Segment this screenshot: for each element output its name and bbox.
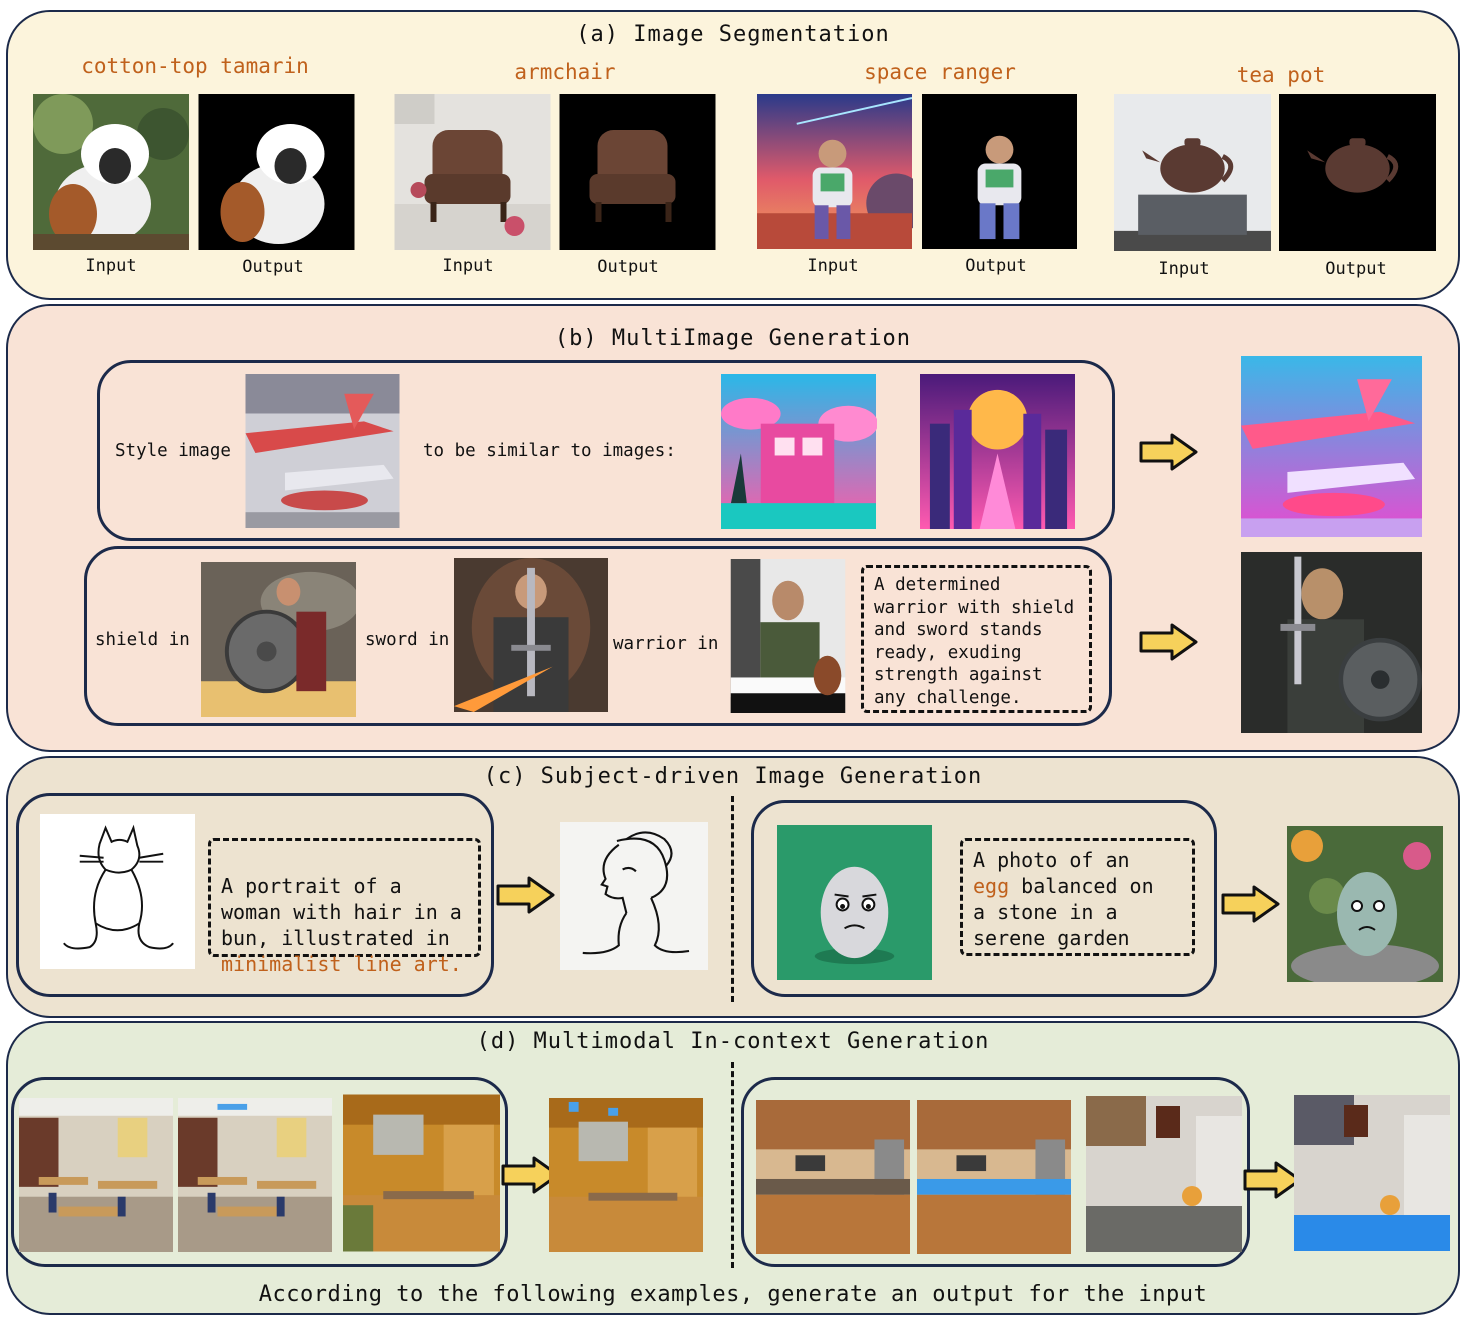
classroom-arrow-icon (501, 1156, 560, 1194)
sword-in-label: sword in (365, 630, 450, 650)
armchair-output-caption: Output (597, 257, 659, 277)
space-ranger-input-caption: Input (807, 256, 859, 276)
warrior-prompt-box: A determined warrior with shield and swo… (861, 565, 1092, 713)
egg-prompt-box (751, 800, 1217, 997)
synthwave-city-image (919, 374, 1076, 529)
incontext-title: (d) Multimodal In-context Generation (476, 1029, 990, 1054)
egg-image (777, 825, 932, 980)
tamarin-output-image (198, 94, 355, 250)
incontext-divider (731, 1062, 734, 1268)
yellow-kitchen-output-image (549, 1098, 703, 1252)
woman-prompt-accent: minimalist line art. (221, 952, 462, 976)
woman-prompt-text: A portrait of a woman with hair in a bun… (221, 874, 462, 950)
egg-prompt-rest: balanced on (1009, 874, 1154, 898)
tamarin-output-caption: Output (242, 257, 304, 277)
egg-prompt-line1: A photo of an (973, 848, 1130, 872)
incontext-footer-text: According to the following examples, gen… (258, 1282, 1208, 1307)
tamarin-input-image (33, 94, 189, 250)
synthwave-house-image (720, 374, 877, 529)
segment-label-armchair: armchair (514, 60, 616, 84)
style-transfer-box (97, 360, 1115, 541)
egg-prompt-text-box: A photo of an egg balanced on a stone in… (960, 838, 1195, 956)
teapot-output-image (1279, 94, 1436, 251)
egg-prompt-accent: egg (973, 874, 1010, 898)
wood-kitchen-output-image (917, 1100, 1071, 1254)
multiimage-title: (b) MultiImage Generation (554, 326, 912, 351)
egg-prompt-line2: egg balanced on (973, 873, 1182, 899)
similar-images-label: to be similar to images: (423, 441, 676, 461)
shield-knight-image (201, 562, 356, 717)
egg-arrow-icon (1221, 885, 1280, 923)
cat-prompt-box (16, 793, 494, 997)
subject-divider (731, 796, 734, 1002)
sword-knight-image (454, 558, 608, 712)
composition-arrow-icon (1139, 623, 1198, 661)
subject-title: (c) Subject-driven Image Generation (483, 764, 983, 789)
classroom-input-image (18, 1098, 174, 1252)
line-art-arrow-icon (496, 876, 555, 914)
segment-label-teapot: tea pot (1236, 63, 1326, 87)
armchair-input-image (394, 94, 551, 250)
airplanes-image (245, 374, 400, 528)
teapot-input-caption: Input (1158, 259, 1210, 279)
egg-prompt-line3: a stone in a serene garden (973, 900, 1130, 950)
teapot-output-caption: Output (1325, 259, 1387, 279)
wood-kitchen-input-image (756, 1100, 910, 1254)
segment-label-tamarin: cotton-top tamarin (81, 54, 309, 78)
classroom-output-image (177, 1098, 333, 1252)
warrior-in-label: warrior in (613, 634, 719, 654)
segment-label-space-ranger: space ranger (864, 60, 1016, 84)
line-art-woman-image (558, 822, 710, 970)
yellow-kitchen-input-image (343, 1094, 500, 1252)
egg-garden-image (1287, 826, 1443, 982)
woman-line-art-prompt-box: A portrait of a woman with hair in a bun… (208, 838, 481, 976)
style-transfer-result-image (1241, 356, 1422, 537)
pianist-warrior-image (730, 559, 846, 713)
style-image-label: Style image (115, 441, 231, 461)
composition-box (84, 546, 1112, 726)
line-art-cat-image (39, 814, 196, 969)
space-ranger-output-image (921, 94, 1078, 249)
style-transfer-arrow-icon (1139, 433, 1198, 471)
armchair-output-image (559, 94, 716, 250)
tamarin-input-caption: Input (85, 256, 137, 276)
kitchen-arrow-icon (1243, 1161, 1302, 1199)
composition-result-image (1241, 552, 1422, 733)
gray-kitchen-output-image (1294, 1094, 1450, 1252)
gray-kitchen-input-image (1086, 1095, 1242, 1253)
shield-in-label: shield in (95, 630, 190, 650)
teapot-input-image (1114, 94, 1271, 251)
space-ranger-input-image (756, 94, 913, 249)
space-ranger-output-caption: Output (965, 256, 1027, 276)
armchair-input-caption: Input (442, 256, 494, 276)
segmentation-title: (a) Image Segmentation (576, 22, 890, 47)
